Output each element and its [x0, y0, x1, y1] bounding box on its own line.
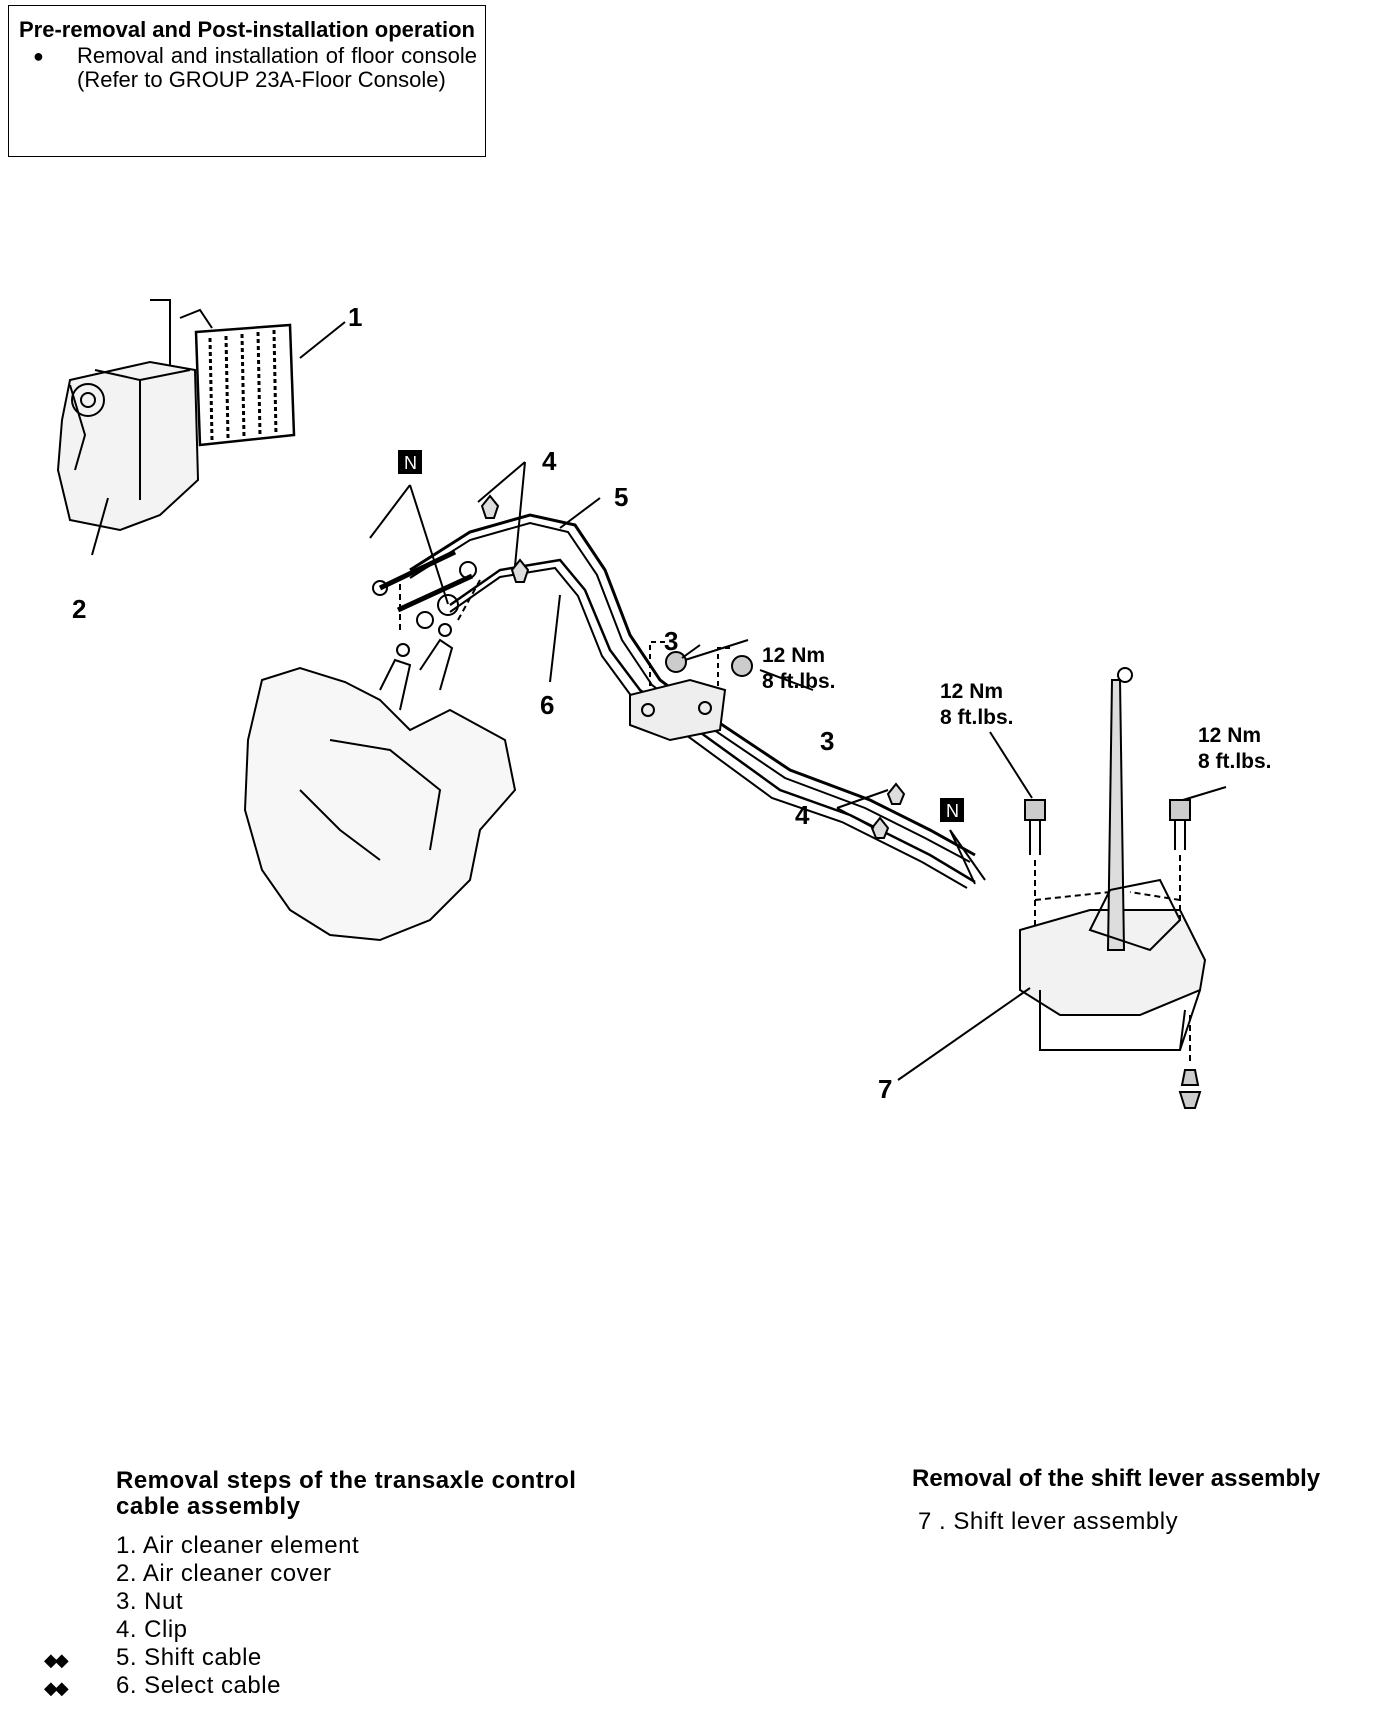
bullet-icon: ●: [33, 46, 44, 66]
list-item-text: 4. Clip: [116, 1616, 188, 1643]
callout-4: 4: [795, 800, 810, 830]
torque-nm: 12 Nm: [1198, 724, 1261, 747]
transaxle-body: [243, 579, 517, 942]
diamond-marker-icon: ◆◆: [44, 1678, 69, 1698]
list-item: 7 . Shift lever assembly: [918, 1508, 1179, 1535]
pre-removal-title: Pre-removal and Post-installation operat…: [19, 17, 475, 42]
callout-7: 7: [878, 1074, 892, 1104]
torque-ftlbs: 8 ft.lbs.: [940, 706, 1014, 729]
list-item-text: 2. Air cleaner cover: [116, 1560, 332, 1587]
removal-steps: Removal steps of the transaxle control c…: [44, 1467, 596, 1700]
exploded-diagram: N N 1 2 4 5 6 3 3 4 7 12 Nm 8 ft.lbs. 12…: [56, 299, 1272, 1109]
list-item-text: 5. Shift cable: [116, 1644, 262, 1671]
nut: [649, 641, 753, 690]
cable-bracket: [629, 678, 727, 742]
n-badge: [398, 450, 422, 474]
pre-removal-box: Pre-removal and Post-installation operat…: [8, 5, 486, 157]
list-item: ◆◆ 6. Select cable: [44, 1672, 596, 1700]
list-item: 1. Air cleaner element: [116, 1532, 596, 1560]
clip: [480, 494, 906, 839]
callout-6: 6: [540, 690, 554, 720]
list-item: 3. Nut: [116, 1588, 596, 1616]
shift-lever-heading: Removal of the shift lever assembly: [912, 1465, 1321, 1492]
torque-ftlbs: 8 ft.lbs.: [1198, 750, 1272, 773]
list-item: 4. Clip: [116, 1616, 596, 1644]
shift-cable: [409, 513, 976, 863]
list-item-text: 6. Select cable: [116, 1672, 281, 1699]
n-badge-label: N: [946, 801, 959, 821]
torque-nm: 12 Nm: [940, 680, 1003, 703]
torque-ftlbs: 8 ft.lbs.: [762, 670, 836, 693]
callout-4: 4: [542, 446, 557, 476]
air-cleaner-cover: [56, 299, 213, 532]
removal-steps-heading: Removal steps of the transaxle control c…: [116, 1467, 577, 1520]
callout-2: 2: [72, 594, 86, 624]
callout-5: 5: [614, 482, 628, 512]
callout-3: 3: [820, 726, 834, 756]
n-badge-label: N: [404, 453, 417, 473]
pre-removal-item: ● Removal and installation of floor cons…: [19, 44, 477, 92]
diamond-marker-icon: ◆◆: [44, 1650, 69, 1670]
list-item-text: 1. Air cleaner element: [116, 1532, 360, 1559]
list-item: ◆◆ 5. Shift cable: [44, 1644, 596, 1672]
list-item: 2. Air cleaner cover: [116, 1560, 596, 1588]
air-cleaner-element: [194, 323, 296, 447]
callout-3: 3: [664, 626, 678, 656]
removal-steps-list: 1. Air cleaner element 2. Air cleaner co…: [44, 1532, 596, 1700]
callout-1: 1: [348, 302, 362, 332]
n-badge: [940, 798, 964, 822]
shift-lever-section: Removal of the shift lever assembly 7 . …: [912, 1466, 1382, 1536]
list-item-text: 3. Nut: [116, 1588, 184, 1615]
shift-lever-assembly: [1019, 667, 1207, 1051]
torque-nm: 12 Nm: [762, 644, 825, 667]
pre-removal-item-text: Removal and installation of floor consol…: [77, 43, 477, 92]
